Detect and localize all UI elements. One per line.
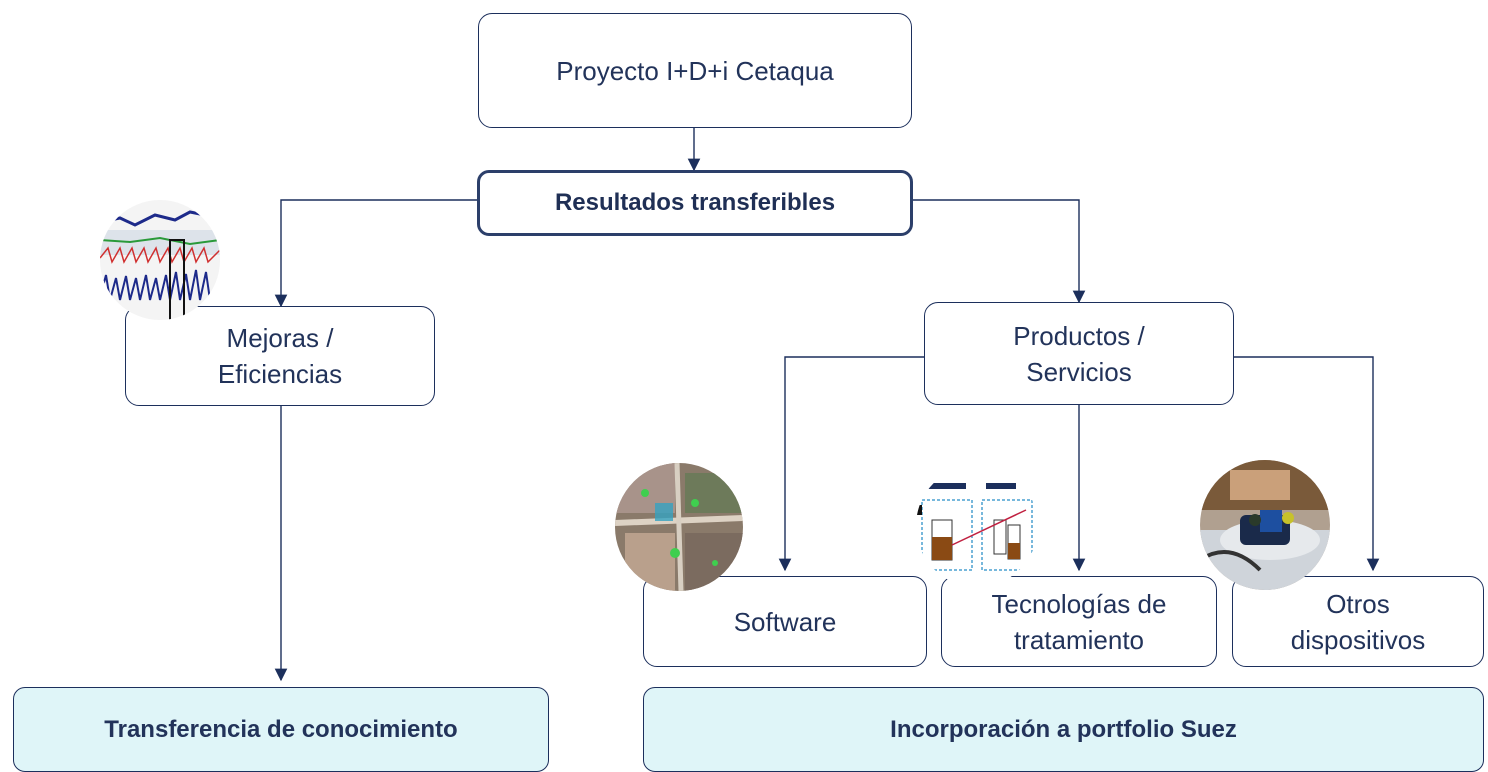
arrow-results-to-mejoras bbox=[274, 199, 478, 308]
node-results: Resultados transferibles bbox=[477, 170, 913, 236]
node-root-label: Proyecto I+D+i Cetaqua bbox=[556, 55, 834, 86]
node-transferencia-label: Transferencia de conocimiento bbox=[104, 715, 458, 743]
aerial-map-thumbnail-image bbox=[615, 463, 743, 591]
node-tecnologias-line2: tratamiento bbox=[1013, 624, 1145, 655]
node-software: Software bbox=[643, 576, 927, 667]
node-mejoras-line2: Eficiencias bbox=[217, 359, 343, 389]
node-incorporacion-label: Incorporación a portfolio Suez bbox=[890, 715, 1237, 743]
node-productos-line1: Productos / bbox=[1013, 320, 1145, 351]
node-productos: Productos / Servicios bbox=[924, 302, 1234, 405]
node-mejoras-line1: Mejoras / bbox=[226, 323, 334, 353]
node-otros: Otros dispositivos bbox=[1232, 576, 1484, 667]
chart-thumbnail-image bbox=[100, 200, 220, 320]
node-results-label: Resultados transferibles bbox=[554, 189, 836, 216]
device-photo-thumbnail-image bbox=[1200, 460, 1330, 590]
node-otros-line2: dispositivos bbox=[1290, 624, 1426, 655]
node-incorporacion: Incorporación a portfolio Suez bbox=[643, 687, 1484, 772]
node-software-label: Software bbox=[733, 606, 837, 637]
node-tecnologias-line1: Tecnologías de bbox=[991, 588, 1167, 619]
node-productos-line2: Servicios bbox=[1026, 356, 1132, 387]
arrow-productos-to-software bbox=[778, 356, 924, 572]
arrow-results-to-productos bbox=[912, 199, 1086, 304]
node-mejoras: Mejoras / Eficiencias bbox=[125, 306, 435, 406]
treatment-diagram-thumbnail-image bbox=[916, 465, 1038, 587]
node-transferencia: Transferencia de conocimiento bbox=[13, 687, 549, 772]
node-tecnologias: Tecnologías de tratamiento bbox=[941, 576, 1217, 667]
node-root: Proyecto I+D+i Cetaqua bbox=[478, 13, 912, 128]
arrow-productos-to-otros bbox=[1234, 356, 1380, 572]
node-otros-line1: Otros bbox=[1326, 588, 1390, 619]
